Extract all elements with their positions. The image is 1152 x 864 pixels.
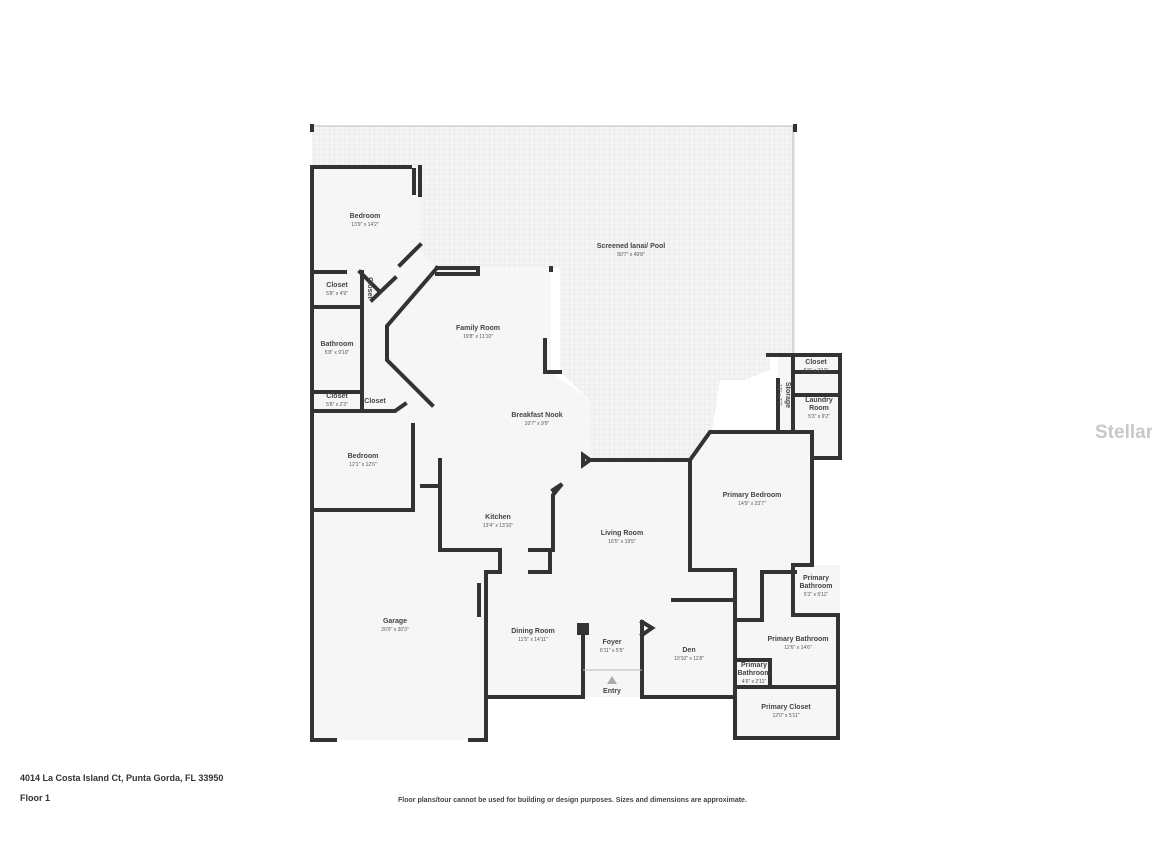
room-label: Closet xyxy=(364,398,386,405)
room-label: Closet 5'8" x 2'3" xyxy=(326,393,348,408)
room-dimensions: 12'0" x 5'11" xyxy=(772,713,799,719)
room-name: Primary Bedroom xyxy=(723,492,782,499)
room-name: Closet xyxy=(326,393,348,400)
room-label: Bedroom 13'9" x 14'2" xyxy=(350,213,381,228)
room-label: Screened lanai/ Pool 50'7" x 49'8" xyxy=(597,243,666,258)
room-dimensions: 4'6" x 2'11" xyxy=(742,679,766,685)
room-label: Primary Bedroom 14'9" x 23'7" xyxy=(723,492,782,507)
room-dimensions: 20'9" x 30'3" xyxy=(381,627,409,633)
room-name: Primary xyxy=(741,662,767,669)
room-dimensions: 11'5" x 14'11" xyxy=(518,637,548,643)
room-name: Bedroom xyxy=(350,213,381,220)
room-name: Screened lanai/ Pool xyxy=(597,243,666,250)
room-name: Dining Room xyxy=(511,628,555,635)
room-dimensions: 5'8" x 9'10" xyxy=(325,350,350,356)
room-name: Closet xyxy=(805,359,827,366)
room-dimensions: 5'3" x 9'2" xyxy=(808,414,830,420)
room-label: Closet xyxy=(366,277,373,299)
room-name: Primary Bathroom xyxy=(767,636,828,643)
room-dimensions: 1'9" x 7'7" xyxy=(776,384,782,406)
room-name: Kitchen xyxy=(485,514,511,521)
room-label: Foyer 6'11" x 5'5" xyxy=(600,639,624,654)
room-dimensions: 5'1" x 5'11" xyxy=(804,592,828,598)
room-label: Kitchen 13'4" x 13'10" xyxy=(483,514,513,529)
address: 4014 La Costa Island Ct, Punta Gorda, FL… xyxy=(20,773,224,783)
room-name: Closet xyxy=(326,282,348,289)
room-label: Bedroom 12'1" x 12'6" xyxy=(348,453,379,468)
floor-label: Floor 1 xyxy=(20,793,51,803)
room-name: Breakfast Nook xyxy=(511,412,562,419)
room-dimensions: 10'7" x 9'9" xyxy=(525,421,550,427)
room-dimensions: 13'4" x 13'10" xyxy=(483,523,513,529)
room-dimensions: 6'11" x 5'5" xyxy=(600,648,624,654)
room-label: Den 10'10" x 11'8" xyxy=(674,647,704,662)
room-name: Den xyxy=(682,647,695,654)
entry-arrow-icon xyxy=(607,676,617,684)
room-name: Closet xyxy=(364,398,386,405)
room-name: Bedroom xyxy=(348,453,379,460)
room-label: Dining Room 11'5" x 14'11" xyxy=(511,628,555,643)
room-name: Bathroom xyxy=(799,583,832,590)
watermark-logo: StellarMLS xyxy=(1095,422,1152,443)
room-label: Primary Closet 12'0" x 5'11" xyxy=(761,704,811,719)
room-label: Living Room 16'5" x 19'5" xyxy=(601,530,643,545)
room-name: Garage xyxy=(383,618,407,625)
room-name: Bathroom xyxy=(320,341,353,348)
room-dimensions: 5'8" x 4'9" xyxy=(326,291,348,297)
room-name: Storage xyxy=(784,382,791,408)
walls xyxy=(310,124,842,742)
room-name: Living Room xyxy=(601,530,643,537)
room-name: Primary xyxy=(803,575,829,582)
room-label: Primary Bathroom 12'6" x 14'6" xyxy=(767,636,828,651)
room-dimensions: 12'1" x 12'6" xyxy=(349,462,377,468)
room-name: Bathroom xyxy=(737,670,770,677)
room-name: Room xyxy=(809,405,829,412)
lanai-area xyxy=(312,126,795,460)
room-dimensions: 16'5" x 19'5" xyxy=(608,539,636,545)
room-label: Closet 5'8" x 4'9" xyxy=(326,282,348,297)
room-dimensions: 13'9" x 14'2" xyxy=(351,222,379,228)
room-dimensions: 14'9" x 23'7" xyxy=(738,501,766,507)
room-name: Closet xyxy=(366,277,373,299)
disclaimer: Floor plans/tour cannot be used for buil… xyxy=(398,797,747,804)
room-label: Closet 5'3" x 2'10" xyxy=(804,359,829,374)
room-dimensions: 10'10" x 11'8" xyxy=(674,656,704,662)
room-name: Primary Closet xyxy=(761,704,811,711)
room-name: Foyer xyxy=(602,639,621,646)
interior-floor xyxy=(312,167,840,740)
entry-label: Entry xyxy=(603,688,621,695)
room-dimensions: 50'7" x 49'8" xyxy=(617,252,645,258)
room-name: Family Room xyxy=(456,325,500,332)
room-name: Laundry xyxy=(805,397,833,404)
room-label: Garage 20'9" x 30'3" xyxy=(381,618,409,633)
room-label: Bathroom 5'8" x 9'10" xyxy=(320,341,353,356)
room-dimensions: 19'8" x 11'10" xyxy=(463,334,493,340)
room-dimensions: 12'6" x 14'6" xyxy=(784,645,812,651)
room-label: Family Room 19'8" x 11'10" xyxy=(456,325,500,340)
room-dimensions: 5'3" x 2'10" xyxy=(804,368,829,374)
room-label: Breakfast Nook 10'7" x 9'9" xyxy=(511,412,562,427)
room-dimensions: 5'8" x 2'3" xyxy=(326,402,348,408)
